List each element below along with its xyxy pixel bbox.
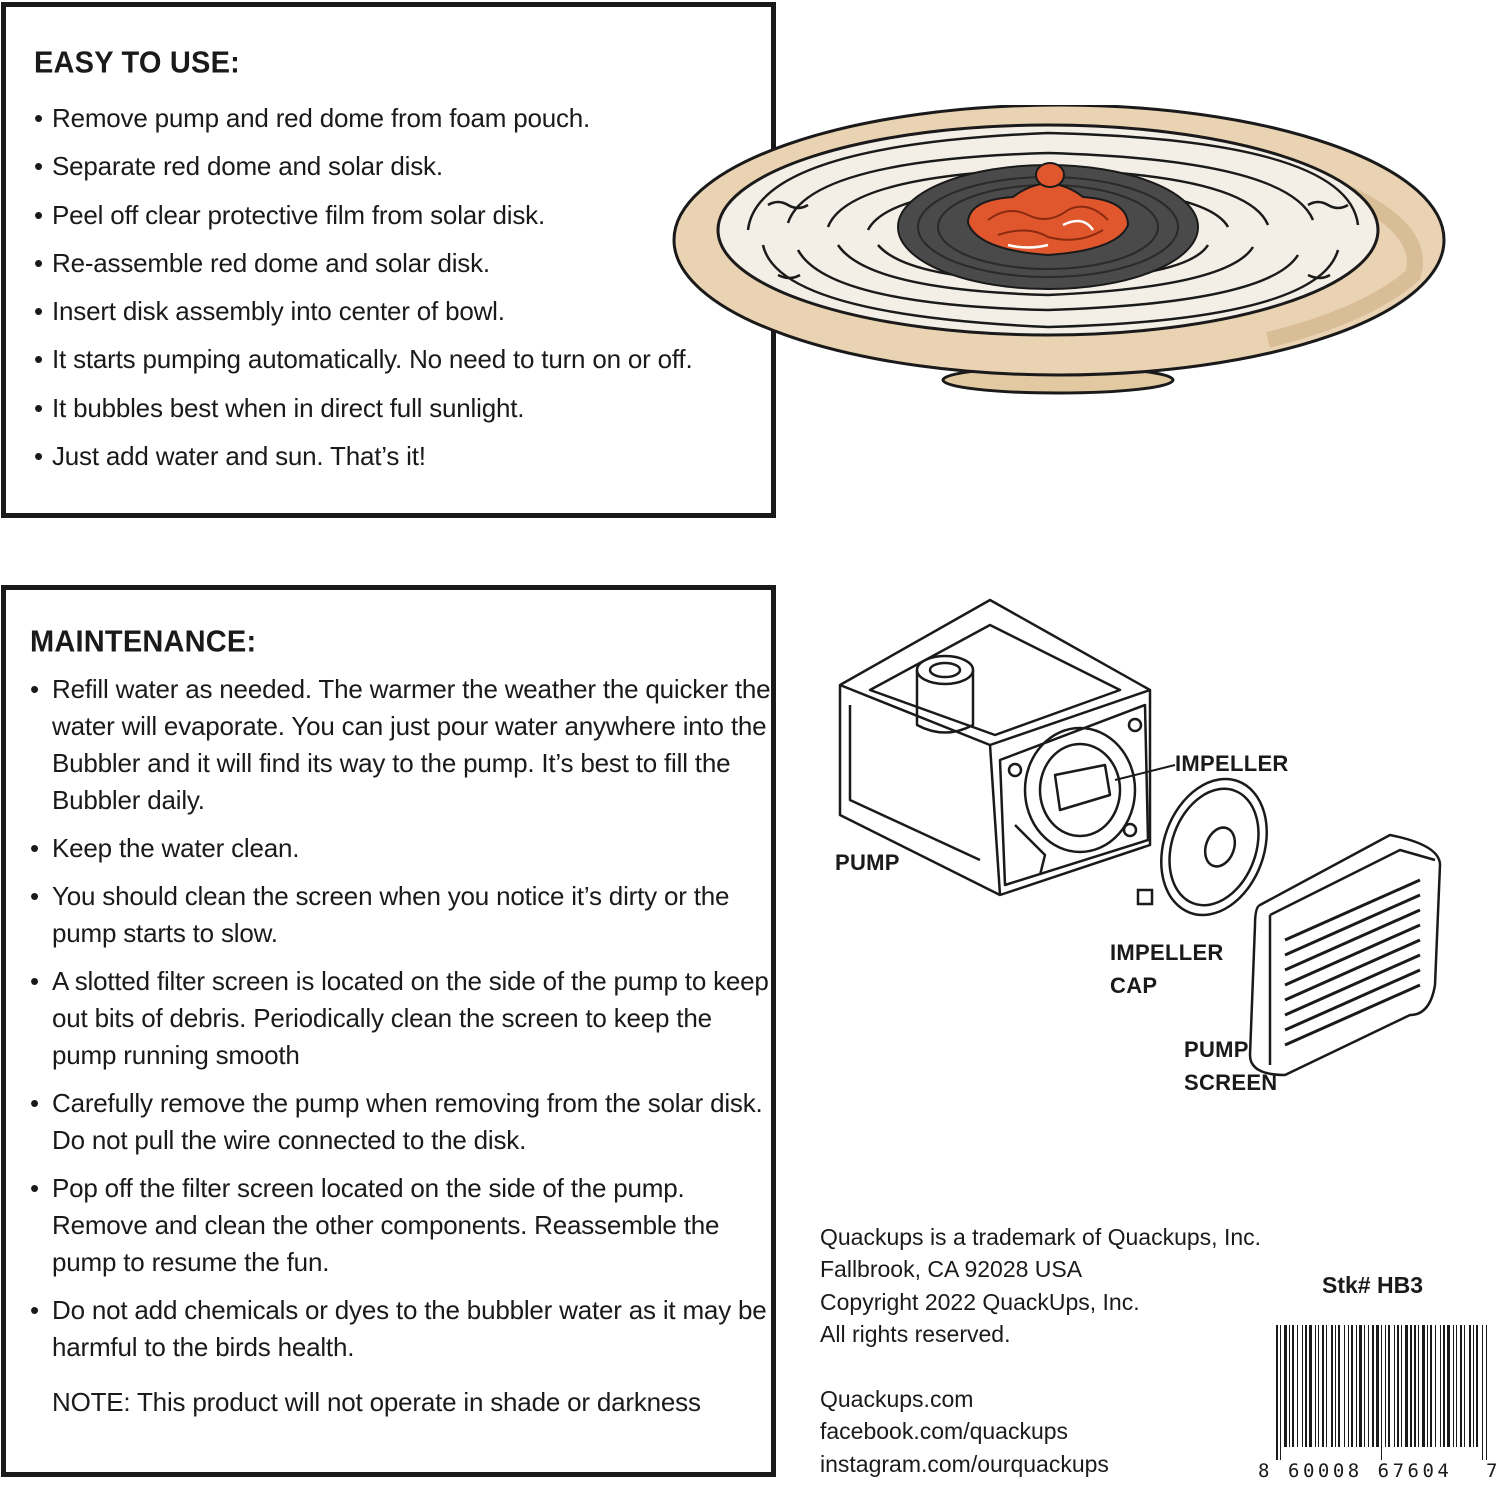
barcode-bar bbox=[1289, 1325, 1290, 1447]
barcode-bars bbox=[1276, 1325, 1487, 1460]
barcode-bar bbox=[1292, 1325, 1294, 1447]
barcode-bar bbox=[1368, 1325, 1369, 1447]
barcode-bar bbox=[1284, 1325, 1287, 1447]
impeller-cap-label-line2: CAP bbox=[1110, 973, 1158, 998]
barcode-bar bbox=[1469, 1325, 1471, 1447]
impeller-cap-label-line1: IMPELLER bbox=[1110, 940, 1224, 965]
maintenance-panel: MAINTENANCE: Refill water as needed. The… bbox=[1, 585, 776, 1477]
list-item: You should clean the screen when you not… bbox=[30, 878, 772, 952]
barcode-bar bbox=[1422, 1325, 1425, 1447]
barcode-bar bbox=[1318, 1325, 1319, 1447]
barcode-bar bbox=[1473, 1325, 1474, 1447]
barcode-digit-right: 7 bbox=[1486, 1460, 1498, 1482]
list-item: Pop off the filter screen located on the… bbox=[30, 1170, 772, 1281]
barcode-bar bbox=[1453, 1325, 1454, 1447]
barcode-bar bbox=[1464, 1325, 1465, 1447]
maintenance-note: NOTE: This product will not operate in s… bbox=[52, 1387, 701, 1417]
list-item: It bubbles best when in direct full sunl… bbox=[34, 384, 771, 433]
copyright-line: Copyright 2022 QuackUps, Inc. bbox=[820, 1288, 1140, 1315]
barcode-bar bbox=[1388, 1325, 1390, 1447]
list-item: Separate red dome and solar disk. bbox=[34, 142, 771, 191]
barcode-bar bbox=[1359, 1325, 1362, 1447]
stock-number: Stk# HB3 bbox=[1322, 1272, 1423, 1298]
barcode-bar bbox=[1414, 1325, 1416, 1447]
barcode-bar bbox=[1348, 1325, 1349, 1447]
company-info: Quackups is a trademark of Quackups, Inc… bbox=[820, 1221, 1261, 1350]
easy-to-use-list: Remove pump and red dome from foam pouch… bbox=[34, 94, 771, 481]
barcode-bar bbox=[1338, 1325, 1340, 1447]
maintenance-heading: MAINTENANCE: bbox=[30, 625, 257, 659]
address-line: Fallbrook, CA 92028 USA bbox=[820, 1256, 1083, 1283]
trademark-line: Quackups is a trademark of Quackups, Inc… bbox=[820, 1224, 1262, 1250]
barcode-digits: 60008 67604 bbox=[1288, 1460, 1453, 1482]
list-item: Remove pump and red dome from foam pouch… bbox=[34, 94, 771, 143]
instagram-link[interactable]: instagram.com/ourquackups bbox=[820, 1450, 1109, 1477]
barcode-bar bbox=[1322, 1325, 1324, 1447]
barcode-bar bbox=[1460, 1325, 1462, 1447]
barcode-bar bbox=[1315, 1325, 1316, 1447]
list-item: Just add water and sun. That’s it! bbox=[34, 432, 771, 481]
barcode-bar bbox=[1335, 1325, 1336, 1447]
barcode-bar bbox=[1376, 1325, 1379, 1447]
barcode-bar bbox=[1405, 1325, 1408, 1447]
barcode-digit-left: 8 bbox=[1258, 1460, 1270, 1482]
list-item: It starts pumping automatically. No need… bbox=[34, 335, 771, 384]
barcode-bar bbox=[1344, 1325, 1345, 1447]
barcode-bar bbox=[1381, 1325, 1382, 1460]
barcode-bar bbox=[1401, 1325, 1402, 1447]
barcode-bar bbox=[1385, 1325, 1386, 1447]
barcode: 8 60008 67604 7 bbox=[1258, 1325, 1500, 1488]
rights-line: All rights reserved. bbox=[820, 1320, 1011, 1347]
barcode-bar bbox=[1326, 1325, 1327, 1447]
maintenance-list: Refill water as needed. The warmer the w… bbox=[30, 671, 771, 1366]
barcode-bar bbox=[1356, 1325, 1357, 1447]
barcode-bar bbox=[1486, 1325, 1487, 1460]
barcode-bar bbox=[1302, 1325, 1303, 1447]
pump-screen-label: PUMP SCREEN bbox=[1184, 1033, 1278, 1099]
easy-to-use-heading: EASY TO USE: bbox=[34, 46, 240, 80]
barcode-bar bbox=[1447, 1325, 1450, 1447]
barcode-bar bbox=[1309, 1325, 1312, 1447]
list-item: Re-assemble red dome and solar disk. bbox=[34, 239, 771, 288]
barcode-bar bbox=[1305, 1325, 1307, 1447]
list-item: Carefully remove the pump when removing … bbox=[30, 1085, 772, 1159]
bird-bath-bowl-illustration bbox=[672, 105, 1446, 395]
barcode-bar bbox=[1364, 1325, 1365, 1447]
barcode-bar bbox=[1456, 1325, 1457, 1447]
impeller-label: IMPELLER bbox=[1175, 751, 1289, 776]
barcode-bar bbox=[1435, 1325, 1436, 1447]
barcode-bar bbox=[1394, 1325, 1395, 1447]
barcode-bar bbox=[1276, 1325, 1278, 1460]
list-item: Refill water as needed. The warmer the w… bbox=[30, 671, 772, 819]
barcode-bar bbox=[1440, 1325, 1441, 1447]
barcode-bar bbox=[1372, 1325, 1374, 1447]
list-item: Do not add chemicals or dyes to the bubb… bbox=[30, 1292, 772, 1366]
barcode-bar bbox=[1427, 1325, 1428, 1447]
list-item: Insert disk assembly into center of bowl… bbox=[34, 287, 771, 336]
impeller-cap-label: IMPELLER CAP bbox=[1110, 936, 1224, 1002]
barcode-bar bbox=[1443, 1325, 1445, 1447]
barcode-bar bbox=[1476, 1325, 1478, 1447]
barcode-bar bbox=[1331, 1325, 1333, 1447]
barcode-bar bbox=[1430, 1325, 1432, 1447]
pump-screen-label-line2: SCREEN bbox=[1184, 1070, 1278, 1095]
barcode-bar bbox=[1297, 1325, 1298, 1447]
barcode-bar bbox=[1351, 1325, 1353, 1447]
easy-to-use-panel: EASY TO USE: Remove pump and red dome fr… bbox=[1, 2, 776, 518]
barcode-bar bbox=[1397, 1325, 1399, 1447]
company-links: Quackups.com facebook.com/quackups insta… bbox=[820, 1383, 1109, 1480]
facebook-link[interactable]: facebook.com/quackups bbox=[820, 1418, 1069, 1445]
list-item: Peel off clear protective film from sola… bbox=[34, 191, 771, 240]
website-link[interactable]: Quackups.com bbox=[820, 1386, 974, 1412]
list-item: A slotted filter screen is located on th… bbox=[30, 963, 772, 1074]
pump-label: PUMP bbox=[835, 850, 900, 875]
barcode-bar bbox=[1280, 1325, 1281, 1460]
barcode-bar bbox=[1482, 1325, 1483, 1460]
barcode-bar bbox=[1418, 1325, 1419, 1447]
list-item: Keep the water clean. bbox=[30, 830, 772, 867]
pump-exploded-diagram bbox=[838, 598, 1442, 1077]
barcode-bar bbox=[1410, 1325, 1412, 1447]
pump-screen-label-line1: PUMP bbox=[1184, 1037, 1249, 1062]
